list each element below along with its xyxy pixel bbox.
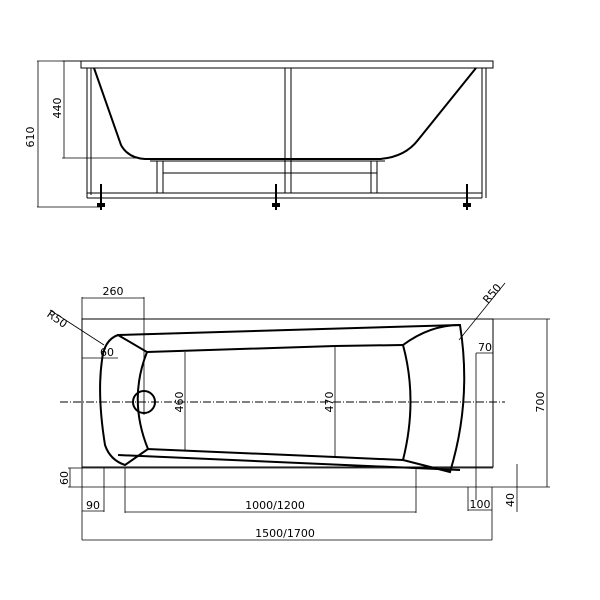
dim-radius-right: R50 [480, 281, 504, 306]
dim-left-wall: 60 [100, 346, 114, 359]
adjustable-foot [463, 184, 471, 210]
adjustable-foot [97, 184, 105, 210]
dim-width-left: 460 [173, 392, 186, 413]
dim-bowl-depth: 440 [51, 98, 64, 119]
adjustable-foot [272, 184, 280, 210]
dim-bottom-rim: 60 [58, 471, 71, 485]
dim-total-length: 1500/1700 [255, 527, 315, 540]
right-headrest [401, 323, 466, 474]
left-headrest [99, 333, 150, 467]
dim-total-width: 700 [534, 392, 547, 413]
dim-drain-offset: 260 [103, 285, 124, 298]
tub-bowl [93, 67, 477, 160]
side-view: 610 440 [24, 60, 494, 210]
dim-right-wall: 70 [478, 341, 492, 354]
dim-total-height: 610 [24, 127, 37, 148]
dim-right-offset: 100 [470, 498, 491, 511]
tub-rim [80, 60, 494, 69]
dim-radius-left: R50 [44, 308, 69, 331]
tub-outline [81, 318, 494, 468]
dim-left-offset: 90 [86, 499, 100, 512]
top-view: 260 R50 60 460 470 R50 70 700 60 [44, 281, 550, 541]
dim-inner-length: 1000/1200 [245, 499, 305, 512]
dim-bottom-right: 40 [504, 493, 517, 507]
dim-width-right: 470 [323, 392, 336, 413]
